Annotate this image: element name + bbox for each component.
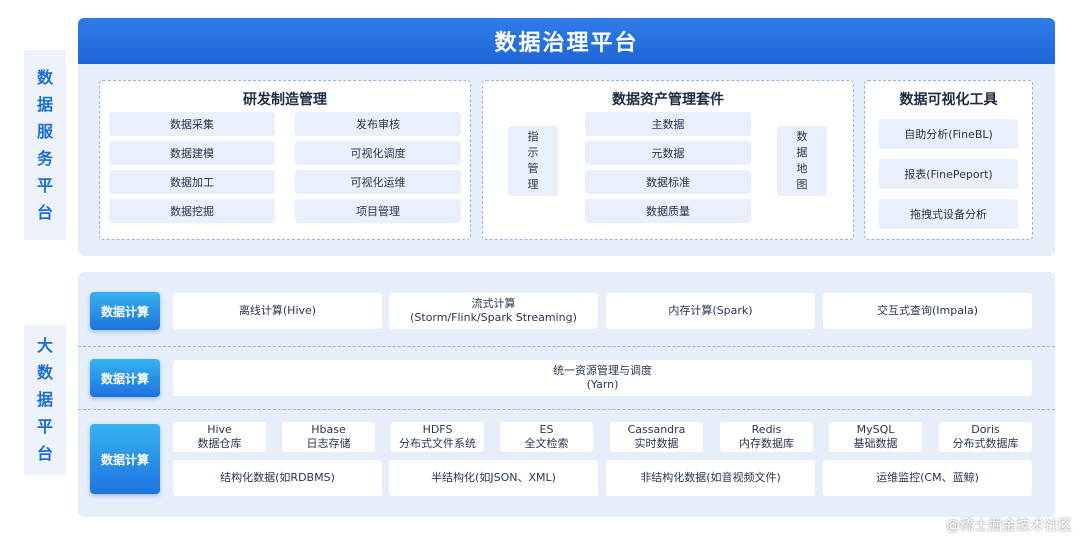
visualization-tools-title: 数据可视化工具 [899,92,998,108]
compute-cell: 内存计算(Spark) [606,293,815,329]
side-char: 数 [36,67,53,87]
vertical-char: 数 [796,130,808,143]
platform-title: 数据治理平台 [494,31,639,56]
storage-cell: ES 全文检索 [500,422,593,452]
compute-cell: 流式计算 (Storm/Flink/Spark Streaming) [389,293,598,329]
storage-cell: Doris 分布式数据库 [939,422,1032,452]
cell-line: 半结构化(如JSON、XML) [431,471,556,484]
vertical-char: 指 [527,130,539,143]
cell-line: (Yarn) [586,378,619,391]
asset-management-box: 数据资产管理套件 指 示 管 理 主数据 元数据 数据标准 数据质量 数 据 地… [482,80,854,240]
asset-item: 元数据 [585,141,751,165]
side-char: 数 [36,363,53,382]
asset-item: 数据质量 [585,199,751,223]
cell-line: Hive [207,423,232,436]
viz-item: 自助分析(FineBL) [879,119,1018,149]
asset-item: 主数据 [585,112,751,136]
cell-line: 基础数据 [853,437,898,450]
storage-cell: Hive 数据仓库 [173,422,266,452]
cell-line: 统一资源管理与调度 [553,364,652,377]
cell-line: 全文检索 [524,437,569,450]
side-char: 务 [36,148,53,168]
cell-line: Redis [751,423,782,436]
cell-line: 分布式文件系统 [399,437,476,450]
data-type-cell: 半结构化(如JSON、XML) [389,460,598,496]
rd-management-title: 研发制造管理 [243,92,327,108]
cell-line: 流式计算 [471,297,516,310]
side-char: 服 [36,121,53,141]
rd-item: 数据采集 [109,112,275,136]
compute-cell: 离线计算(Hive) [173,293,382,329]
cell-line: ES [539,423,554,436]
asset-management-title: 数据资产管理套件 [612,92,724,108]
cell-line: 运维监控(CM、蓝鲸) [876,471,979,484]
cell-line: Doris [971,423,1000,436]
data-type-cell: 运维监控(CM、蓝鲸) [823,460,1032,496]
cell-line: 离线计算(Hive) [238,304,317,317]
rd-item: 数据挖掘 [109,199,275,223]
watermark: @稀土掘金技术社区 [946,518,1072,534]
vertical-char: 据 [796,146,808,159]
visualization-tools-box: 数据可视化工具 自助分析(FineBL) 报表(FinePeport) 拖拽式设… [864,80,1033,240]
vertical-char: 地 [796,162,808,175]
cell-line: (Storm/Flink/Spark Streaming) [410,311,577,324]
compute-cell: 交互式查询(Impala) [823,293,1032,329]
side-char: 据 [36,94,53,114]
storage-cell: Hbase 日志存储 [282,422,375,452]
cell-line: 内存数据库 [739,437,794,450]
vertical-char: 示 [527,146,539,159]
cell-line: 内存计算(Spark) [668,304,753,317]
storage-cell: Redis 内存数据库 [720,422,813,452]
rd-item: 数据加工 [109,170,275,194]
storage-cell: MySQL 基础数据 [829,422,922,452]
resource-scheduling-cell: 统一资源管理与调度 (Yarn) [173,360,1032,396]
vertical-char: 理 [527,178,539,191]
data-map: 数 据 地 图 [777,126,827,196]
indicator-management: 指 示 管 理 [508,126,558,196]
cell-line: HDFS [422,423,453,436]
side-char: 大 [36,336,53,355]
viz-item: 拖拽式设备分析 [879,199,1018,229]
cell-line: MySQL [856,423,895,436]
storage-cell: Cassandra 实时数据 [610,422,703,452]
rd-item: 可视化运维 [295,170,461,194]
cell-line: 数据仓库 [197,437,242,450]
big-data-panel: 数据计算 离线计算(Hive) 流式计算 (Storm/Flink/Spark … [78,272,1055,517]
rd-item: 发布审核 [295,112,461,136]
vertical-char: 管 [527,162,539,175]
row-divider [78,409,1055,410]
side-char: 平 [36,417,53,436]
cell-line: Hbase [311,423,346,436]
rd-item: 项目管理 [295,199,461,223]
platform-title-bar: 数据治理平台 [78,18,1055,64]
cell-line: 非结构化数据(如音视频文件) [640,471,781,484]
big-data-platform-label: 大 数 据 平 台 [24,325,66,475]
side-char: 台 [36,202,53,222]
compute-row-button[interactable]: 数据计算 [90,292,160,330]
side-char: 台 [36,444,53,463]
rd-management-box: 研发制造管理 数据采集 发布审核 数据建模 可视化调度 数据加工 可视化运维 数… [99,80,471,240]
vertical-char: 图 [796,178,808,191]
data-type-cell: 非结构化数据(如音视频文件) [606,460,815,496]
cell-line: Cassandra [627,423,686,436]
side-char: 平 [36,175,53,195]
compute-row-button[interactable]: 数据计算 [90,359,160,397]
cell-line: 分布式数据库 [952,437,1019,450]
cell-line: 结构化数据(如RDBMS) [220,471,335,484]
side-char: 据 [36,390,53,409]
cell-line: 日志存储 [306,437,351,450]
rd-item: 可视化调度 [295,141,461,165]
rd-item: 数据建模 [109,141,275,165]
asset-item: 数据标准 [585,170,751,194]
compute-row-button[interactable]: 数据计算 [90,424,160,494]
cell-line: 交互式查询(Impala) [876,304,979,317]
viz-item: 报表(FinePeport) [879,159,1018,189]
data-type-cell: 结构化数据(如RDBMS) [173,460,382,496]
data-service-platform-label: 数 据 服 务 平 台 [24,50,66,240]
row-divider [78,346,1055,347]
data-governance-panel: 数据治理平台 研发制造管理 数据采集 发布审核 数据建模 可视化调度 数据加工 … [78,18,1055,256]
cell-line: 实时数据 [634,437,679,450]
storage-cell: HDFS 分布式文件系统 [391,422,484,452]
